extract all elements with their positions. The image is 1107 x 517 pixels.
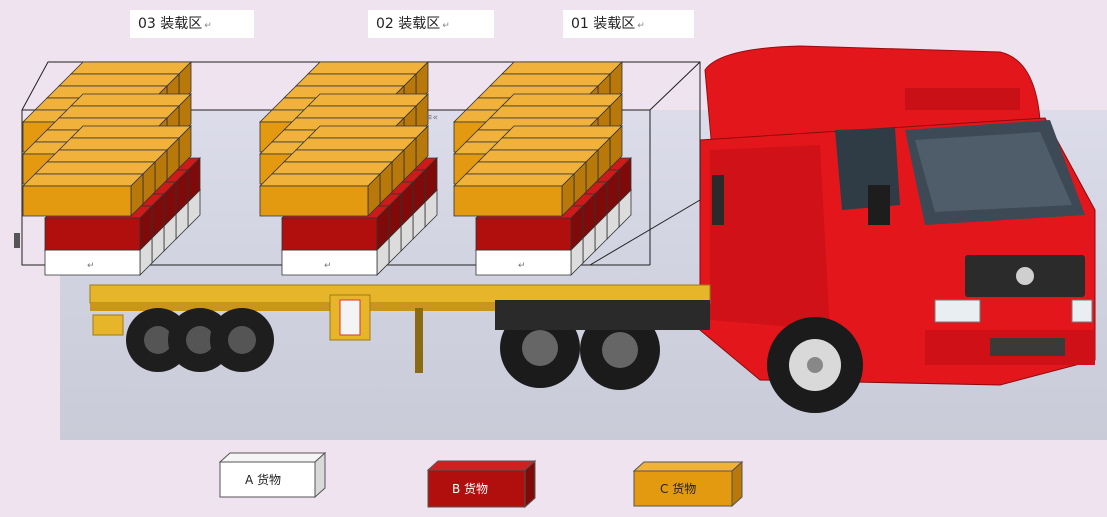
return-mark: ↵ (637, 21, 645, 31)
zone-label-02: 02 装载区↵ (368, 10, 494, 38)
legend-label-a: A 货物 (245, 472, 281, 487)
truck-cab (699, 45, 1096, 386)
cargo-box-c (453, 173, 575, 217)
legend-swatch-b (427, 469, 526, 508)
wheels (126, 300, 863, 413)
cargo-box-c (259, 173, 381, 217)
return-mark: ↵ (204, 21, 212, 31)
zone-label-01: 01 装载区↵ (563, 10, 694, 38)
return-mark: ↵ (87, 261, 95, 271)
cargo-stacks: ↵ ↵ ↵ (22, 61, 632, 276)
stray-mark-bar (14, 233, 20, 248)
stray-mark: ≋« (425, 113, 438, 123)
return-mark: ↵ (518, 261, 526, 271)
legend-label-b: B 货物 (452, 481, 488, 496)
trailer-wheel (210, 308, 274, 372)
legend-swatch-c (633, 470, 733, 507)
legend: A 货物 B 货物 C 货物 (218, 451, 744, 509)
legend-item-a: A 货物 (218, 451, 327, 499)
drive-axle-housing (495, 300, 710, 330)
legend-swatch-a (219, 461, 316, 498)
zone-label-03: 03 装载区↵ (130, 10, 254, 38)
legend-label-c: C 货物 (660, 481, 696, 496)
cargo-box-c (22, 173, 144, 217)
truck-front-wheel (767, 317, 863, 413)
zone-label-text: 01 装载区 (571, 16, 636, 32)
trailer-chassis (89, 284, 711, 373)
return-mark: ↵ (324, 261, 332, 271)
cargo-stack: ↵ (453, 61, 632, 276)
zone-label-text: 02 装载区 (376, 16, 441, 32)
legend-item-b: B 货物 (426, 459, 537, 509)
zone-label-text: 03 装载区 (138, 16, 203, 32)
legend-item-c: C 货物 (632, 460, 744, 508)
cargo-stack: ↵ (22, 61, 201, 276)
cargo-stack: ↵ (259, 61, 438, 276)
return-mark: ↵ (442, 21, 450, 31)
